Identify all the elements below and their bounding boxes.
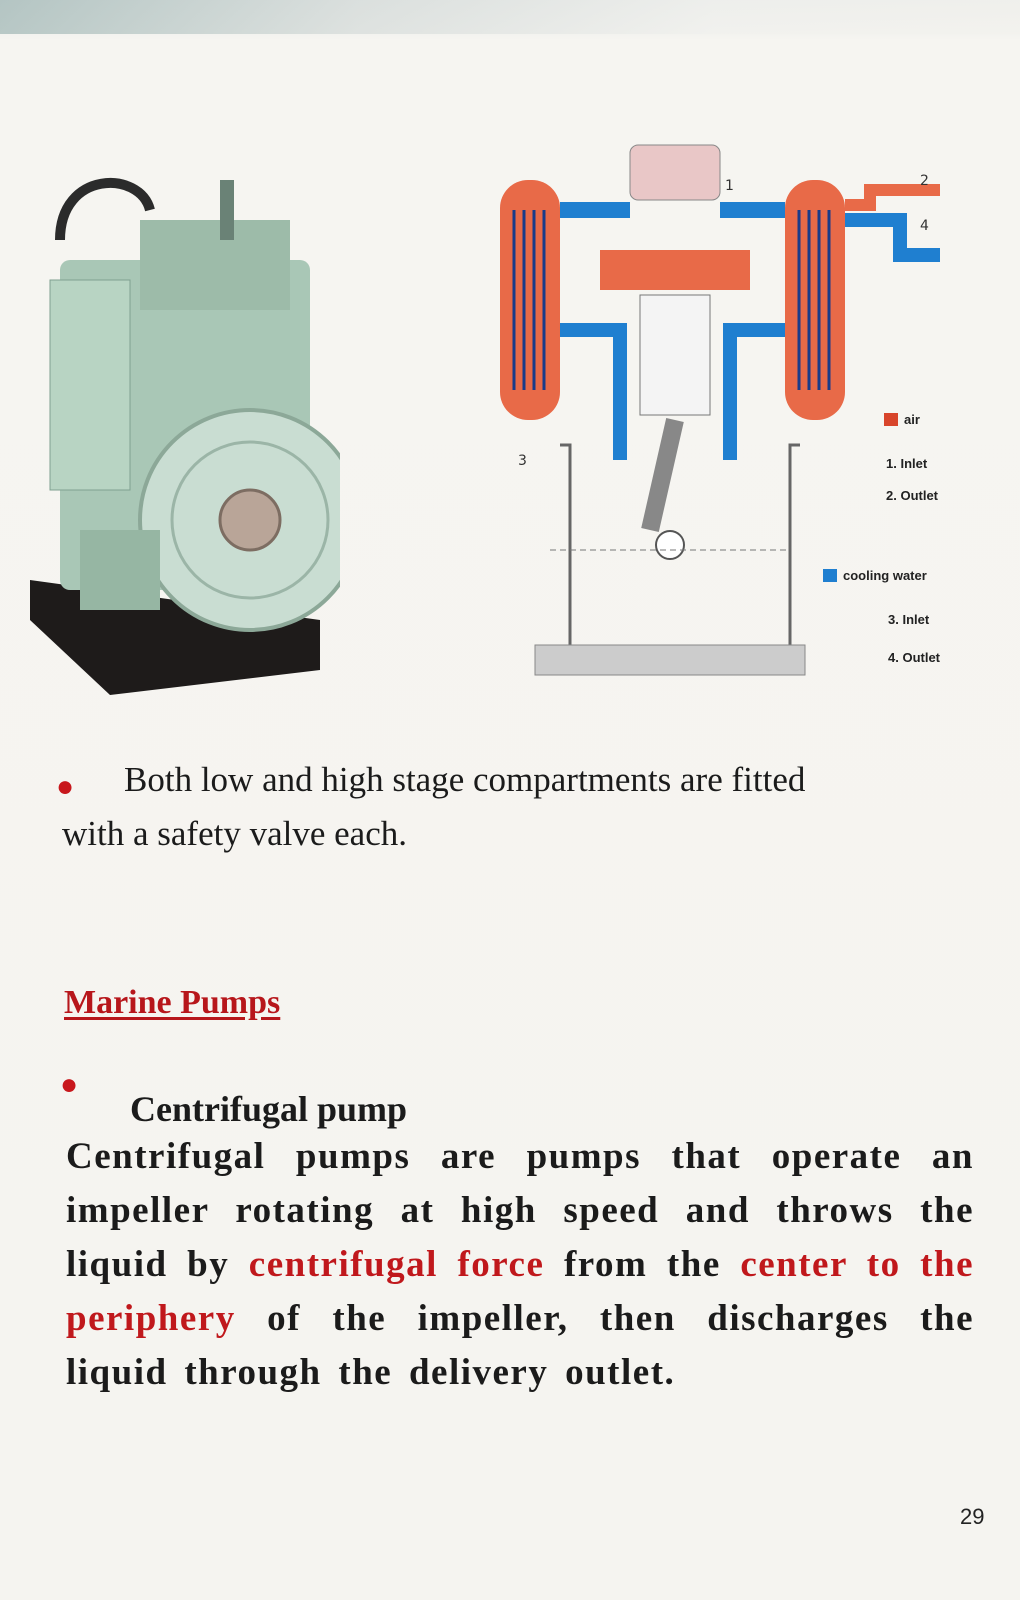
legend-water: cooling water [823,568,927,583]
legend-air-item: 2. Outlet [886,488,939,503]
compressor-photo [30,177,340,695]
water-swatch [823,569,837,582]
page-number: 29 [960,1504,985,1529]
paragraph-text: Centrifugal pumps are pumps that operate… [66,1136,974,1285]
callout-1: 1 [725,178,734,194]
callout-3: 3 [518,453,527,469]
legend-water-item: 3. Inlet [888,612,930,627]
bullet-icon: ● [60,1068,79,1101]
highlight-text: centrifugal force [248,1244,545,1285]
paragraph-text: of the impeller, then discharges the liq… [66,1298,974,1393]
body-paragraph: Centrifugal pumps are pumps that operate… [66,1130,974,1400]
legend-air-label: air [904,412,920,427]
highlight-text: center to the periphery [66,1244,975,1339]
page-edge-shadow [0,0,1020,34]
subsection-heading: Centrifugal pump [130,1089,408,1129]
legend-water-item: 4. Outlet [888,650,941,665]
callout-2: 2 [920,173,929,189]
callout-4: 4 [920,218,929,234]
compressor-cooling-diagram: 2 4 1 3 [500,144,940,676]
legend-air: air [884,412,920,427]
legend-air-item: 1. Inlet [886,456,928,471]
paragraph-text: from the [544,1244,741,1285]
bullet-icon: ● [56,770,75,803]
section-heading: Marine Pumps [64,984,281,1021]
air-swatch [884,413,898,426]
bullet-text-line-2: with a safety valve each. [62,814,407,853]
legend-water-label: cooling water [843,568,927,583]
bullet-text-line-1: Both low and high stage compartments are… [124,760,806,799]
